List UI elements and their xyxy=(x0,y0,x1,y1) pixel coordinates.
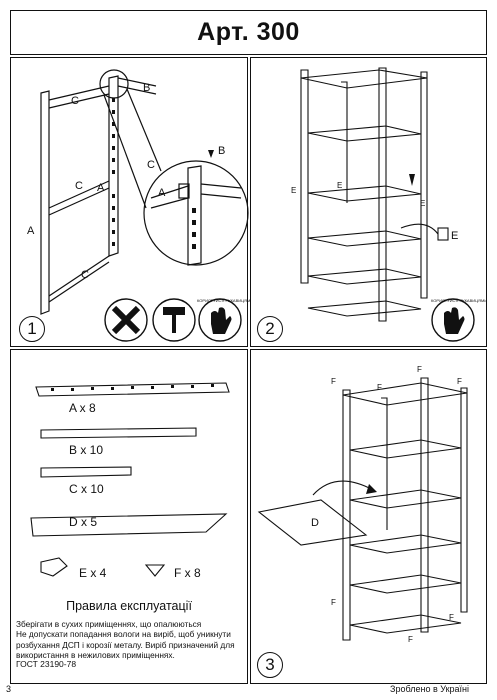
page-title: Арт. 300 xyxy=(197,18,300,46)
label-f2: F xyxy=(377,383,382,392)
label-f3: F xyxy=(417,365,422,374)
gloves-caption-2: КОРИСТУЙСЯ РУКАВИЦЯМИ xyxy=(431,298,487,303)
no-hammer-icon xyxy=(104,298,148,342)
part-b-drawing xyxy=(40,427,197,439)
beam-c-bot xyxy=(48,255,110,297)
label-zoom-c: C xyxy=(147,159,155,171)
rules-text: Зберігати в сухих приміщеннях, що опалюю… xyxy=(16,619,235,661)
part-e-drawing xyxy=(40,557,68,577)
label-a-left: A xyxy=(27,225,35,237)
label-c-mid: C xyxy=(75,180,83,192)
upright-slots xyxy=(112,98,214,249)
step-1-drawing: A A B C C C B C A КОРИСТУЙСЯ РУКАВИЦЯМИ xyxy=(27,69,253,342)
part-b-qty: B x 10 xyxy=(69,443,104,457)
gloves-icon xyxy=(198,298,242,342)
label-zoom-b: B xyxy=(218,145,225,157)
step-number-2: 2 xyxy=(257,316,283,342)
label-c-bot: C xyxy=(81,269,89,281)
label-b-top: B xyxy=(143,82,150,94)
label-e1: E xyxy=(291,186,296,195)
label-zoom-a: A xyxy=(158,187,166,199)
rules-title: Правила експлуатації xyxy=(66,599,192,613)
usage-rules: Правила експлуатації Зберігати в сухих п… xyxy=(16,599,242,660)
step-3-drawing: F F F F F F F D xyxy=(257,365,468,644)
label-e3: E xyxy=(420,199,425,208)
part-e-qty: E x 4 xyxy=(79,566,107,580)
step-number-1: 1 xyxy=(19,316,45,342)
part-d-drawing xyxy=(30,513,228,537)
parts-drawing xyxy=(30,382,230,577)
label-f5: F xyxy=(331,598,336,607)
step-number-3: 3 xyxy=(257,652,283,678)
step-3-panel: F F F F F F F D 3 xyxy=(250,349,487,684)
made-in-label: Зроблено в Україні xyxy=(390,684,469,694)
title-box: Арт. 300 xyxy=(10,10,487,55)
gost-standard: ГОСТ 23190-78 xyxy=(16,659,77,669)
gloves-icon xyxy=(431,298,475,342)
label-d: D xyxy=(311,517,319,529)
label-e2: E xyxy=(337,181,342,190)
label-f1: F xyxy=(331,377,336,386)
label-c-top: C xyxy=(71,95,79,107)
part-c-qty: C x 10 xyxy=(69,482,104,496)
parts-panel: A x 8 B x 10 C x 10 D x 5 E x 4 F x 8 Пр… xyxy=(10,349,248,684)
label-a-mid: A xyxy=(97,182,105,194)
part-a-qty: A x 8 xyxy=(69,401,96,415)
part-f-qty: F x 8 xyxy=(174,566,201,580)
label-f7: F xyxy=(408,635,413,644)
part-c-drawing xyxy=(40,466,132,478)
right-upright-a xyxy=(108,75,119,257)
part-d-qty: D x 5 xyxy=(69,515,98,529)
page-number: 3 xyxy=(6,684,12,694)
label-f6: F xyxy=(449,613,454,622)
part-a-drawing xyxy=(35,382,230,397)
step-1-panel: A A B C C C B C A КОРИСТУЙСЯ РУКАВИЦЯМИ … xyxy=(10,57,253,347)
shelf-board-d xyxy=(257,499,368,546)
left-upright-a xyxy=(40,90,50,315)
step-2-panel: E E E E КОРИСТУЙСЯ РУКАВИЦЯМИ 2 xyxy=(250,57,487,347)
step-2-drawing: E E E E КОРИСТУЙСЯ РУКАВИЦЯМИ xyxy=(291,67,487,342)
gloves-caption: КОРИСТУЙСЯ РУКАВИЦЯМИ xyxy=(197,298,253,303)
hammer-icon xyxy=(152,298,196,342)
beam-c-mid xyxy=(48,180,110,209)
part-f-drawing xyxy=(144,564,166,577)
label-f4: F xyxy=(457,377,462,386)
label-e-detail: E xyxy=(451,230,458,242)
beam-c-top xyxy=(48,85,110,101)
